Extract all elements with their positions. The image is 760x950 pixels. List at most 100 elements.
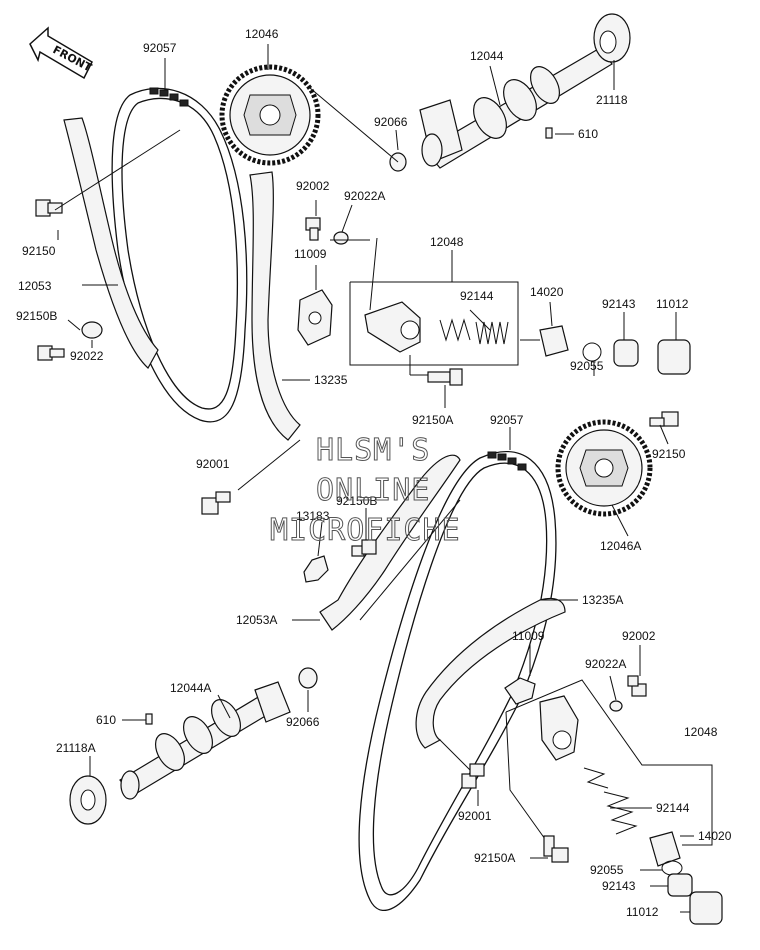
upper-tensioner-spring-small (439, 318, 471, 342)
lower-camshaft (119, 681, 291, 800)
label-92055-lower: 92055 (590, 863, 624, 877)
label-13235A: 13235A (582, 593, 623, 607)
upper-guide-bolt-b (37, 345, 65, 361)
label-12053: 12053 (18, 279, 52, 293)
label-92022: 92022 (70, 349, 104, 363)
label-14020: 14020 (530, 285, 564, 299)
label-92150B: 92150B (16, 309, 57, 323)
upper-cam-plate (593, 13, 631, 63)
label-12053A: 12053A (236, 613, 277, 627)
lower-cam-chain (358, 451, 557, 912)
label-21118: 21118 (596, 93, 628, 107)
upper-tensioner-bolt (305, 217, 321, 241)
label-92057: 92057 (143, 41, 177, 55)
label-92066-lower: 92066 (286, 715, 320, 729)
lower-sprocket-bolt (649, 411, 679, 427)
lower-tensioner-mount-bolt (543, 835, 569, 863)
label-92066: 92066 (374, 115, 408, 129)
upper-cam-sprocket (219, 64, 321, 166)
label-92022A-lower: 92022A (585, 657, 626, 671)
lower-tensioner-bracket-line (505, 679, 713, 846)
label-92001: 92001 (196, 457, 230, 471)
label-21118A: 21118A (56, 741, 96, 755)
upper-tensioner-nut (539, 325, 569, 357)
lower-tensioner-washer (609, 700, 623, 712)
label-92144: 92144 (460, 289, 494, 303)
label-92002-lower: 92002 (622, 629, 656, 643)
lower-cam-chain-inner (372, 462, 548, 896)
watermark-line2: ONLINE (316, 473, 430, 508)
lower-tensioner-gasket (504, 677, 536, 705)
upper-cap (657, 339, 691, 375)
lower-cam-sprocket (555, 419, 653, 517)
watermark: HLSM'S ONLINE MICROFICHE (270, 433, 461, 549)
label-92150A-lower: 92150A (474, 851, 515, 865)
label-12046A: 12046A (600, 539, 641, 553)
label-13183: 13183 (296, 509, 330, 523)
label-92144-lower: 92144 (656, 801, 690, 815)
label-11012-lower: 11012 (626, 905, 659, 919)
label-92002: 92002 (296, 179, 330, 193)
lower-tensioner-spring-small (583, 767, 609, 789)
label-11009: 11009 (294, 247, 327, 261)
label-92055: 92055 (570, 359, 604, 373)
lower-cap (689, 891, 723, 925)
watermark-line3: MICROFICHE (270, 513, 461, 548)
label-92001-lower: 92001 (458, 809, 492, 823)
label-92057-lower: 92057 (490, 413, 524, 427)
leader-lines (54, 44, 694, 913)
lower-tensioner-body (539, 695, 579, 761)
lower-cam-plug (298, 667, 318, 689)
lower-tensioner-bracket-line-b (505, 711, 561, 861)
lower-guide-pivot-bolt (461, 763, 485, 789)
label-92022A: 92022A (344, 189, 385, 203)
upper-tensioner-washer (333, 231, 349, 245)
upper-guide-bolt (35, 199, 63, 217)
upper-tensioner-mount-bolt (427, 368, 463, 386)
label-12044: 12044 (470, 49, 504, 63)
lower-tensioner-guide (415, 597, 566, 749)
lower-guide-bolt-b (351, 539, 377, 557)
upper-o-ring (582, 342, 602, 362)
label-610-lower: 610 (96, 713, 116, 727)
label-12048: 12048 (430, 235, 464, 249)
label-92150B-lower: 92150B (336, 494, 377, 508)
watermark-line1: HLSM'S (316, 433, 430, 468)
upper-tensioner-bracket-line (349, 281, 519, 366)
lower-o-ring (661, 860, 683, 876)
upper-cam-chain-inner (121, 97, 239, 410)
upper-tensioner-guide (249, 171, 301, 441)
label-92143: 92143 (602, 297, 636, 311)
lower-chain-guide (319, 454, 461, 631)
lower-tensioner-spring (603, 791, 638, 835)
label-11012: 11012 (656, 297, 689, 311)
lower-dowel-pin (145, 713, 153, 725)
label-610: 610 (578, 127, 598, 141)
lower-tensioner-nut (649, 831, 681, 867)
label-92150A: 92150A (412, 413, 453, 427)
label-92150-lower: 92150 (652, 447, 686, 461)
lower-collar (667, 873, 693, 897)
label-11009-lower: 11009 (512, 629, 545, 643)
label-14020-lower: 14020 (698, 829, 732, 843)
upper-tensioner-body (364, 301, 421, 353)
upper-tensioner-spring (475, 321, 509, 345)
lower-cam-plate (69, 775, 107, 825)
upper-cam-chain (111, 87, 248, 423)
front-arrow-icon: FRONT (29, 26, 94, 80)
upper-dowel-pin (545, 127, 553, 139)
label-92150: 92150 (22, 244, 56, 258)
upper-guide-pivot-bolt (201, 491, 231, 515)
label-12046: 12046 (245, 27, 279, 41)
upper-collar (613, 339, 639, 367)
label-13235: 13235 (314, 373, 348, 387)
lower-chain-links (487, 451, 527, 471)
label-92143-lower: 92143 (602, 879, 636, 893)
lower-tensioner-bolt (627, 675, 647, 697)
label-12048-lower: 12048 (684, 725, 718, 739)
chain-guide-bracket (303, 555, 329, 583)
part-labels: 12046 92057 12044 21118 92066 610 92002 … (16, 27, 732, 919)
upper-camshaft (419, 47, 613, 169)
